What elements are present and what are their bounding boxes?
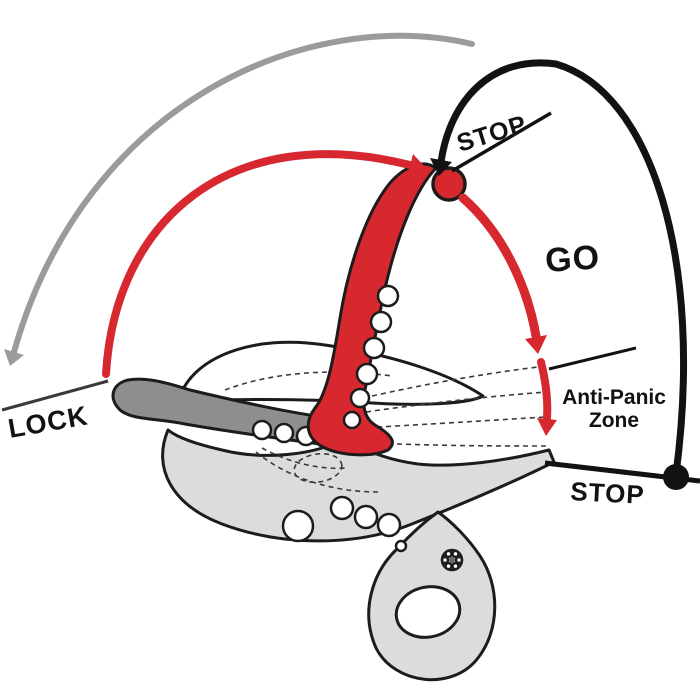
go-arrow: [458, 193, 541, 341]
stop-top-pointer-line: [451, 111, 552, 173]
zone-bottom-line: [544, 460, 700, 484]
red-arc: [102, 150, 414, 378]
frame-hole: [353, 504, 379, 530]
handle-hole: [362, 336, 386, 360]
stop-arc: [437, 59, 688, 478]
anti-panic-label-line2: Zone: [589, 409, 639, 432]
ghost-dash-line: [365, 391, 547, 413]
handle-hole: [349, 387, 371, 409]
anti-panic-label-line1: Anti-Panic: [562, 386, 666, 409]
device-frame: [161, 428, 556, 543]
frame-hole: [376, 512, 402, 538]
anti-panic-arrow: [537, 358, 552, 422]
stop-arc-arrowhead-icon: [430, 158, 452, 176]
handle: [306, 162, 438, 457]
frame-hole: [329, 495, 355, 521]
rivet-gear-icon: [440, 548, 464, 572]
handle-hole: [376, 284, 400, 308]
go-label: GO: [544, 238, 601, 280]
lock-arc: [11, 32, 475, 355]
lock-pointer-line: [1, 379, 109, 412]
cam-hole: [273, 422, 295, 444]
stop-top-label: STOP: [454, 110, 531, 158]
handle-hole: [342, 410, 362, 430]
stop-bottom-label: STOP: [570, 476, 646, 510]
lock-arc-arrowhead-icon: [4, 349, 24, 366]
handle-knob: [431, 166, 467, 202]
ghost-dash-line: [371, 365, 547, 397]
handle-hole: [369, 310, 393, 334]
zone-top-line: [548, 346, 637, 371]
ghost-dash-line: [358, 416, 547, 429]
anti-panic-arrowhead-icon: [537, 418, 557, 436]
carabiner-hole: [394, 585, 462, 639]
red-arc-arrowhead-icon: [407, 154, 428, 178]
frame-hole: [394, 539, 408, 553]
ghost-dash-ellipse: [293, 452, 343, 484]
handle-hole: [355, 362, 379, 386]
frame-hole: [281, 509, 315, 543]
go-arrowhead-icon: [525, 335, 547, 354]
cam-hole: [251, 419, 273, 441]
